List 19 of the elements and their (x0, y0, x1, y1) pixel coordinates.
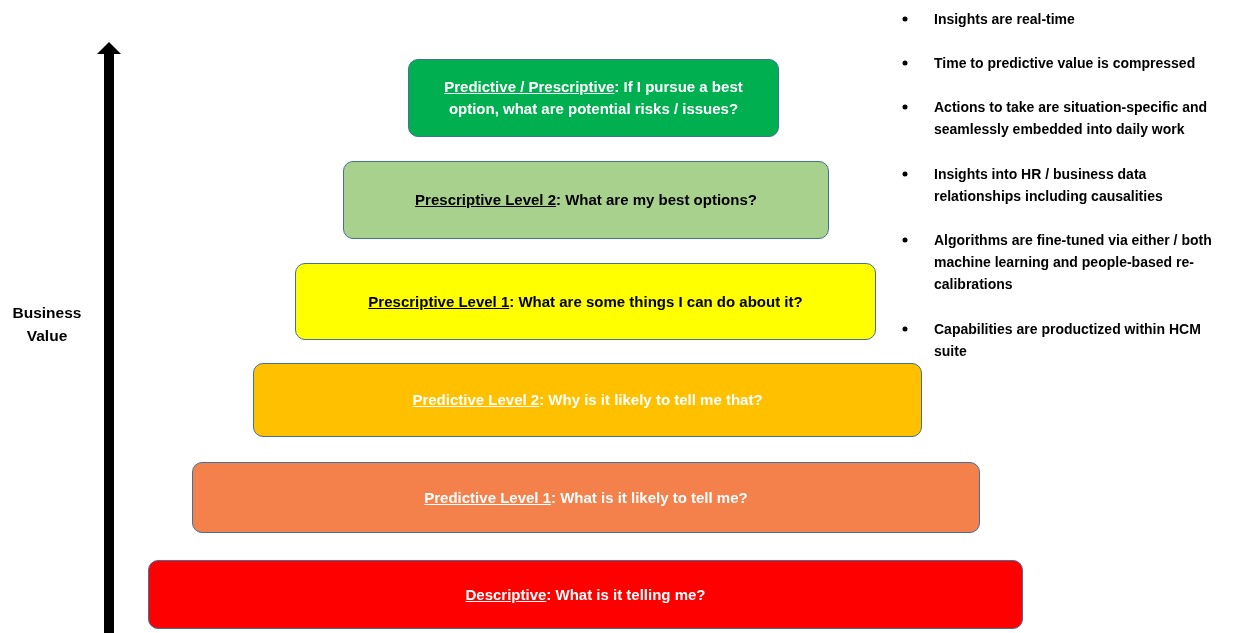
bullet-text: Actions to take are situation-specific and seamlessly embedded into daily work (934, 98, 1209, 139)
bullet-text: Capabilities are productized within HCM suite (934, 320, 1202, 361)
level-text: Prescriptive Level 1: What are some things I can do about it? (368, 291, 803, 312)
axis-label: Business Value (11, 303, 83, 346)
level-text: Descriptive: What is it telling me? (465, 584, 706, 605)
bullet-text: Insights are real-time (934, 10, 1076, 29)
level-box (192, 462, 980, 533)
level-text: Predictive Level 1: What is it likely to tell me? (424, 487, 748, 508)
level-text: Predictive / Prescriptive: If I pursue a best option, what are potential risks / issues? (443, 77, 744, 119)
bullet-text: Insights into HR / business data relationships including causalities (934, 165, 1164, 206)
level-box (148, 560, 1023, 629)
level-box (343, 161, 829, 239)
level-box (295, 263, 876, 340)
level-box (408, 59, 779, 137)
bullet-text: Algorithms are fine-tuned via either / both machine learning and people-based re-calibrations (934, 231, 1213, 294)
bullet-text: Time to predictive value is compressed (934, 54, 1197, 73)
level-box (253, 363, 922, 437)
level-text: Predictive Level 2: Why is it likely to tell me that? (412, 390, 763, 410)
level-text: Prescriptive Level 2: What are my best options? (415, 190, 757, 210)
